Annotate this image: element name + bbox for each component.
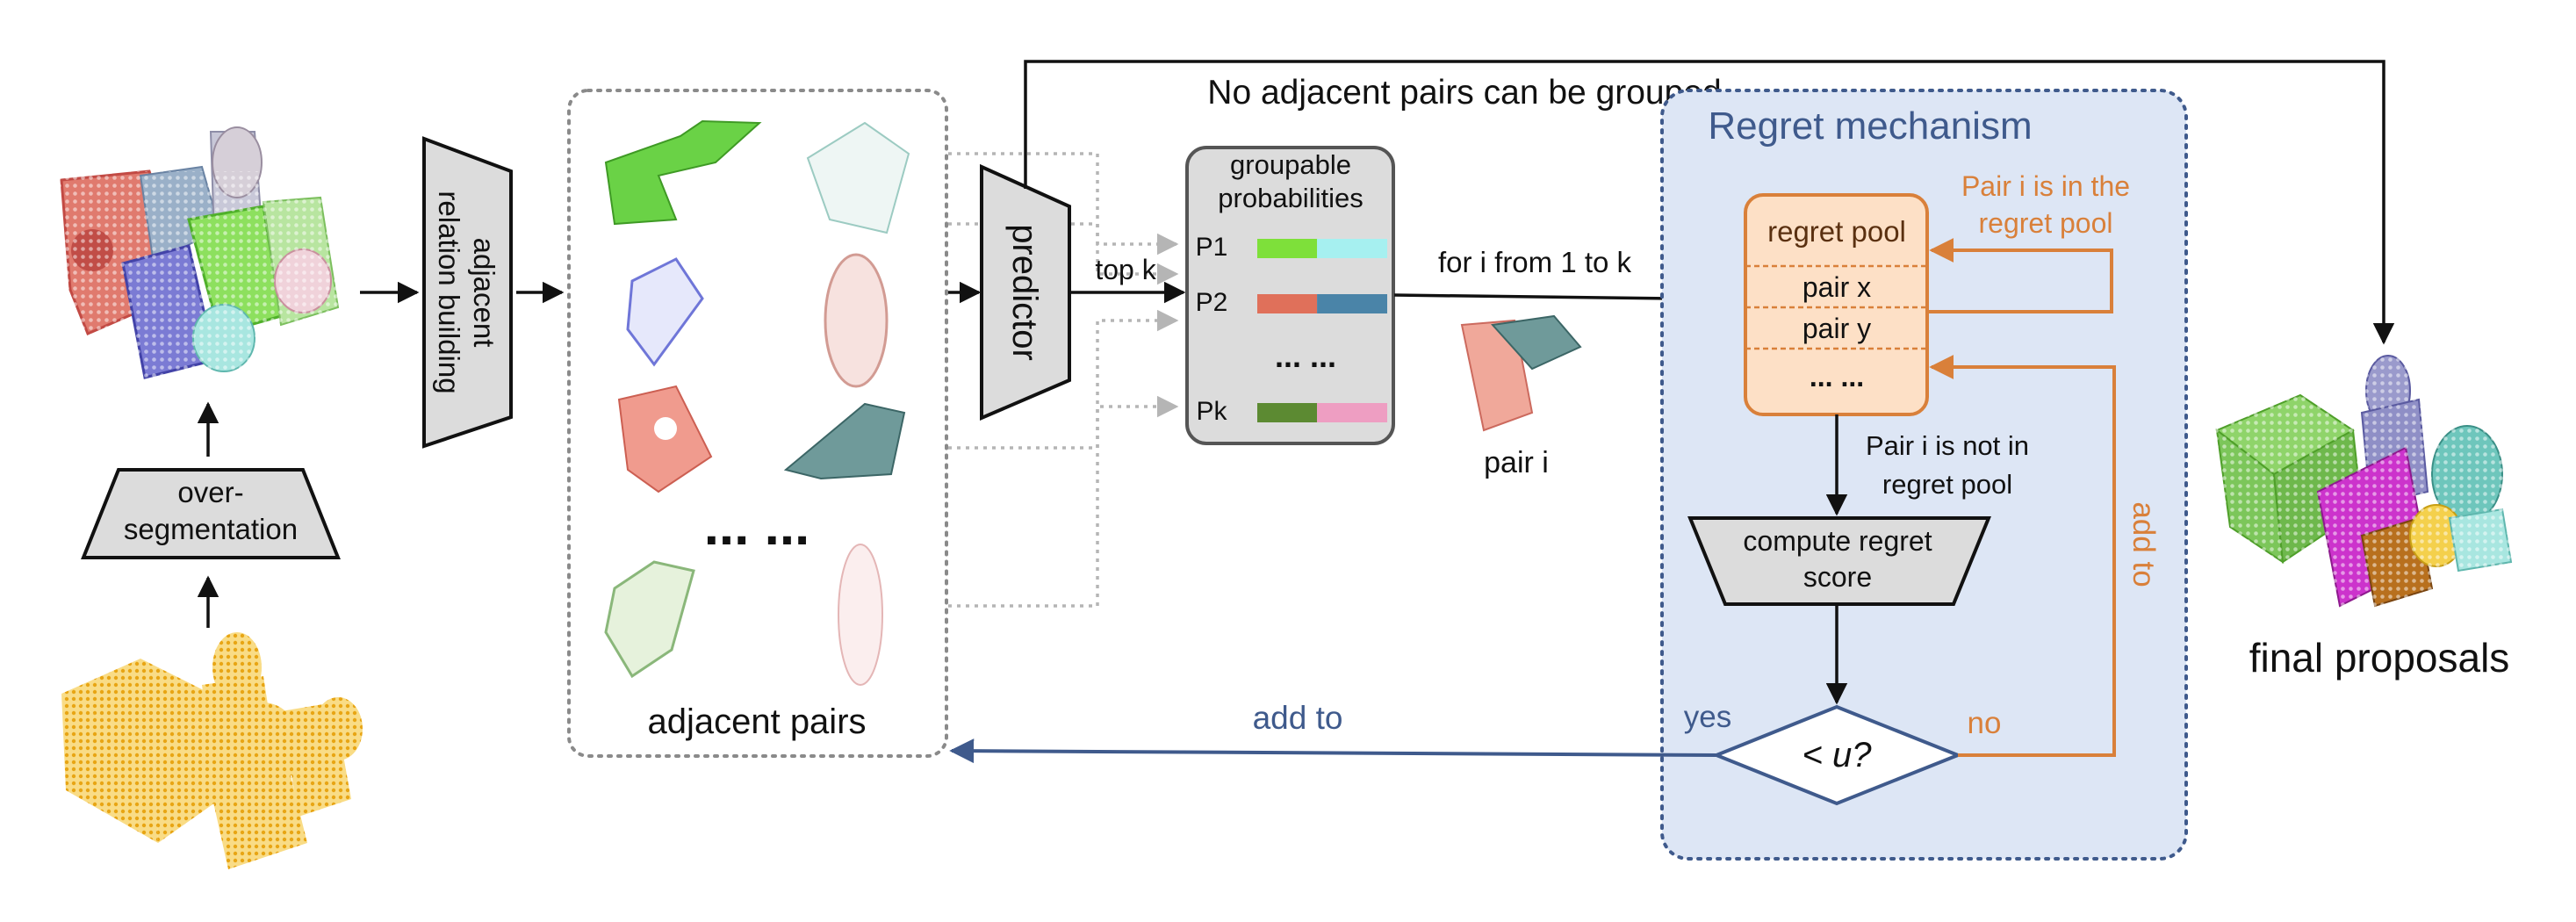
adjacent-pairs-panel: ... ... adjacent pairs bbox=[567, 89, 948, 758]
final-proposals-cloud bbox=[2213, 351, 2515, 610]
top-k-label: top k bbox=[1095, 254, 1156, 285]
predictor-box: predictor bbox=[980, 163, 1071, 421]
probability-bar-left bbox=[1257, 403, 1318, 422]
regret-pool-item-2: pair y bbox=[1802, 313, 1871, 344]
arrow-no-group-to-final bbox=[1024, 60, 2395, 345]
groupable-title-line-2: probabilities bbox=[1218, 183, 1363, 213]
pair-thumbnail-light-green bbox=[604, 560, 695, 679]
arrow-no-to-regret-pool bbox=[1929, 355, 2116, 757]
pair-thumbnail-dark-teal bbox=[783, 402, 906, 480]
no-label: no bbox=[1968, 706, 2002, 740]
adjacent-relation-label-line-1: adjacent bbox=[468, 238, 500, 348]
adjacent-pairs-label: adjacent pairs bbox=[647, 702, 866, 741]
regret-pool-item-3: ... ... bbox=[1810, 361, 1864, 393]
adjacent-relation-box: adjacent relation building bbox=[422, 136, 513, 449]
probability-bar-right bbox=[1317, 403, 1387, 422]
add-to-bottom-label: add to bbox=[1253, 700, 1343, 736]
pair-thumbnail-pale-pink bbox=[838, 544, 883, 686]
probability-bar-right bbox=[1317, 294, 1387, 313]
arrow-in-pool-loop bbox=[1927, 238, 2113, 313]
probabilities-ellipsis: ... ... bbox=[1275, 338, 1336, 374]
pair-to-probability-arrows bbox=[948, 152, 1179, 608]
decision-label: < u? bbox=[1802, 736, 1873, 774]
adjacent-relation-label-line-2: relation building bbox=[433, 191, 465, 393]
groupable-title-line-1: groupable bbox=[1230, 149, 1351, 180]
pairs-ellipsis: ... ... bbox=[704, 496, 810, 557]
regret-pool-item-1: pair x bbox=[1802, 271, 1871, 303]
pair-i-label: pair i bbox=[1484, 446, 1549, 479]
arrow-yes-to-adjacent-pairs bbox=[949, 738, 1717, 764]
regret-pool-title: regret pool bbox=[1767, 215, 1906, 248]
probability-bar-left bbox=[1257, 239, 1318, 258]
add-to-right-label: add to bbox=[2126, 501, 2161, 587]
probability-row-label: P1 bbox=[1196, 233, 1228, 262]
oversegmentation-label-line-1: over- bbox=[177, 476, 243, 508]
probability-bar-right bbox=[1317, 239, 1387, 258]
predictor-label: predictor bbox=[1005, 224, 1044, 361]
pair-i-thumbnail: pair i bbox=[1460, 314, 1582, 479]
no-group-label: No adjacent pairs can be grouped bbox=[1207, 74, 1721, 112]
pair-thumbnail-green bbox=[604, 119, 762, 226]
regret-mechanism-panel: Regret mechanism regret pool pair x pair… bbox=[1660, 89, 2188, 861]
regret-mechanism-title: Regret mechanism bbox=[1708, 104, 2032, 148]
probability-bar-left bbox=[1257, 294, 1318, 313]
oversegmentation-box: over- segmentation bbox=[81, 468, 341, 559]
oversegmentation-label-line-2: segmentation bbox=[124, 513, 298, 545]
decision-diamond: < u? bbox=[1711, 704, 1963, 806]
compute-label-line-2: score bbox=[1803, 561, 1872, 593]
segmented-point-cloud bbox=[53, 126, 351, 386]
pair-thumbnail-teal-light bbox=[806, 121, 910, 234]
yes-label: yes bbox=[1684, 700, 1731, 734]
in-pool-label-line-1: Pair i is in the bbox=[1961, 170, 2130, 202]
final-proposals-label: final proposals bbox=[2249, 635, 2510, 681]
probability-row-label: Pk bbox=[1196, 397, 1227, 426]
in-pool-label-line-2: regret pool bbox=[1979, 207, 2113, 239]
not-in-pool-label-line-1: Pair i is not in bbox=[1866, 430, 2029, 461]
for-i-label: for i from 1 to k bbox=[1438, 246, 1632, 278]
not-in-pool-label-line-2: regret pool bbox=[1882, 469, 2012, 500]
compute-label-line-1: compute regret bbox=[1743, 525, 1932, 557]
regret-pool-box: regret pool pair x pair y ... ... bbox=[1744, 193, 1929, 416]
compute-regret-score-box: compute regret score bbox=[1687, 516, 1991, 606]
probability-row-label: P2 bbox=[1196, 288, 1228, 317]
pair-thumbnail-blue bbox=[626, 257, 704, 367]
raw-point-cloud bbox=[61, 632, 363, 869]
pair-thumbnail-pink-ring bbox=[824, 253, 889, 388]
